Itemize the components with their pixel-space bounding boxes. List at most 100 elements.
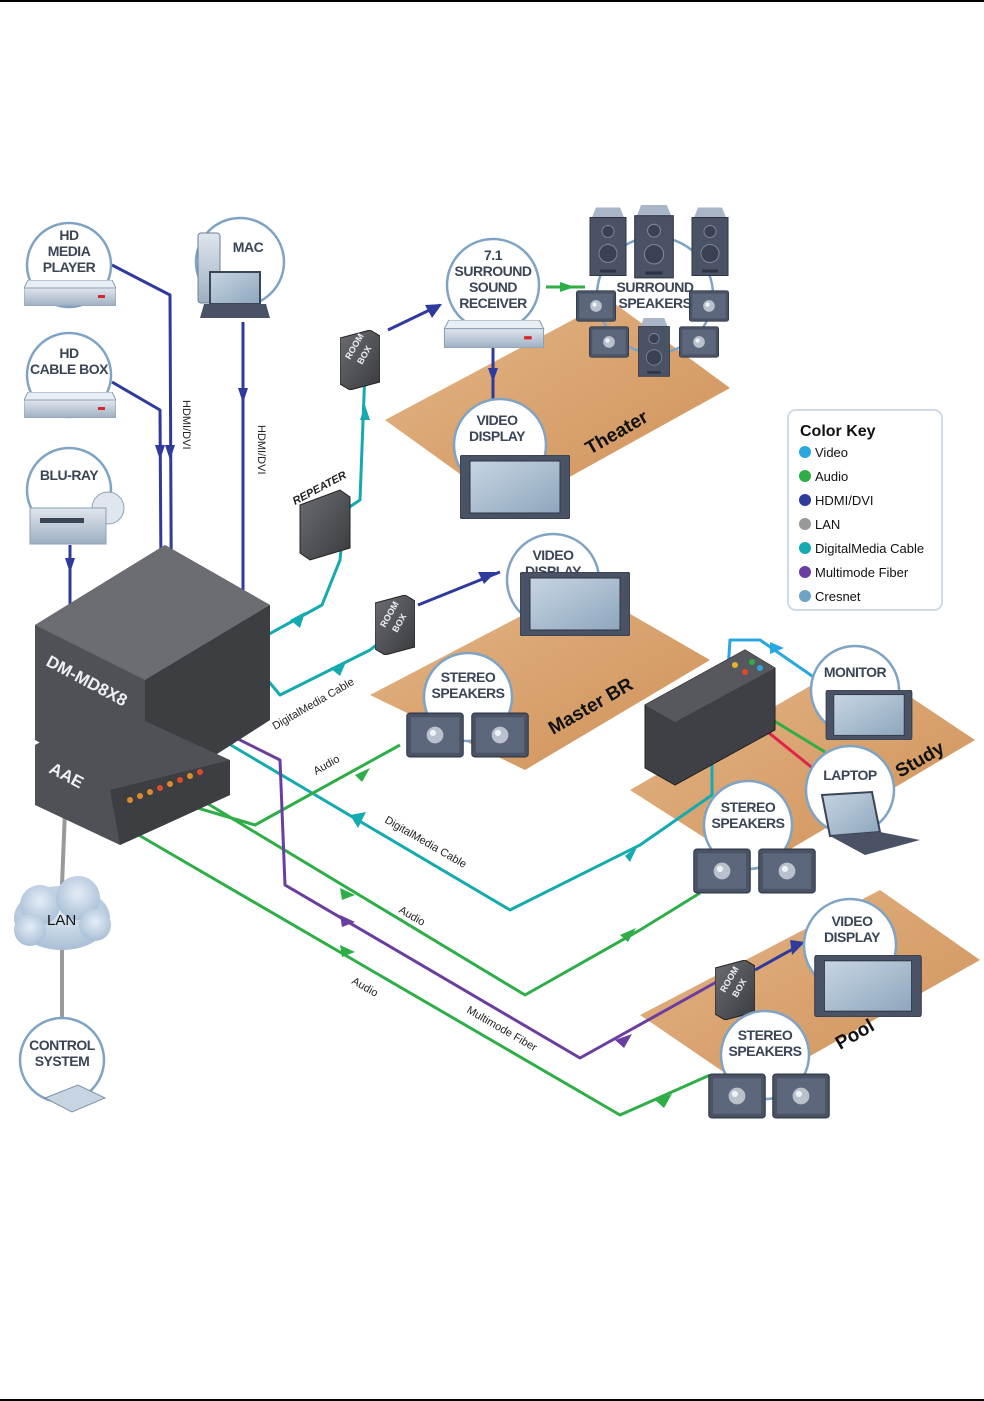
speaker-icon [772,1073,830,1119]
display-label-2: DISPLAY [469,428,526,444]
pool-stereo-speakers[interactable]: STEREO SPEAKERS [708,1009,830,1119]
aae-amplifier[interactable]: AAE [35,705,230,845]
tv-icon [520,572,630,636]
speakers-label-2: SPEAKERS [728,1043,801,1059]
receiver-label-3: SOUND [469,279,517,295]
study-laptop[interactable]: LAPTOP [804,744,920,855]
study-stereo-speakers[interactable]: STEREO SPEAKERS [693,779,816,894]
study-monitor[interactable]: MONITOR [809,644,913,740]
laptop-icon [209,271,261,305]
cable-label-hdmi-1: HDMI/DVI [180,400,192,450]
subwoofer-icon [638,318,670,377]
display-label-1: VIDEO [476,412,518,428]
hd-cable-box-label-1: HD [59,345,79,361]
speaker-icon [471,712,529,758]
surround-speakers[interactable]: SURROUND SPEAKERS [575,205,730,377]
speakers-label-2: SPEAKERS [711,815,784,831]
cable-label-audio-master: Audio [312,753,342,777]
color-key-label: LAN [815,517,840,532]
blu-ray-player[interactable]: BLU-RAY [25,446,125,545]
color-key-label: Cresnet [815,589,861,604]
speaker-icon [588,326,630,358]
rca-connectors [127,769,203,803]
cable-audio-pool [129,828,711,1117]
blu-ray-label: BLU-RAY [40,467,99,483]
monitor-icon [825,690,913,740]
page-top-rule [0,0,984,2]
blu-ray-device-icon [29,507,107,545]
color-key-title: Color Key [800,423,876,440]
display-label-1: VIDEO [532,547,574,563]
repeater[interactable]: REPEATER [291,469,351,561]
control-system[interactable]: CONTROL SYSTEM [18,1016,107,1113]
color-key-label: HDMI/DVI [815,493,874,508]
speaker-icon [406,712,464,758]
color-key-legend: Color Key VideoAudioHDMI/DVILANDigitalMe… [787,409,943,611]
speaker-icon [688,290,730,322]
color-key-item: Cresnet [799,589,861,604]
speakers-label-1: STEREO [738,1027,793,1043]
room-box-pool[interactable]: ROOM BOX [715,960,755,1020]
speaker-icon [575,290,617,322]
master-br-stereo-speakers[interactable]: STEREO SPEAKERS [406,651,529,758]
color-key-item: Multimode Fiber [799,565,909,580]
laptop-label: LAPTOP [823,767,877,783]
monitor-label: MONITOR [824,664,887,680]
display-label-2: DISPLAY [824,929,881,945]
tv-icon [460,455,570,519]
surround-receiver[interactable]: 7.1 SURROUND SOUND RECEIVER [443,237,545,348]
hd-cable-box-label-2: CABLE BOX [30,361,109,377]
color-swatch [799,590,811,602]
room-box-theater[interactable]: ROOM BOX [340,330,380,390]
speaker-icon [678,326,720,358]
display-label-1: VIDEO [831,913,873,929]
lan-label: LAN [47,912,76,929]
mac-label: MAC [233,239,264,255]
color-swatch [799,566,811,578]
surround-speakers-label-2: SPEAKERS [618,295,691,311]
color-swatch [799,494,811,506]
color-key-label: Video [815,445,848,460]
laptop-icon [820,790,882,838]
set-top-box-icon [24,280,116,306]
master-br-video-display[interactable]: VIDEO DISPLAY [505,532,630,636]
hd-media-player[interactable]: HD MEDIA PLAYER [24,221,116,309]
set-top-box-icon [24,392,116,418]
receiver-device-icon [443,320,545,348]
cable-dm-master [253,640,381,697]
pool-video-display[interactable]: VIDEO DISPLAY [802,897,922,1017]
control-system-label-1: CONTROL [29,1037,96,1053]
cable-label-hdmi-2: HDMI/DVI [255,425,267,475]
speaker-icon [693,848,751,894]
color-key-item: LAN [799,517,840,532]
speaker-icon [691,206,729,277]
color-key-item: Video [799,445,848,460]
theater-video-display[interactable]: VIDEO DISPLAY [452,397,570,519]
color-swatch [799,470,811,482]
speakers-label-2: SPEAKERS [431,685,504,701]
room-box-master-br[interactable]: ROOM BOX [375,595,415,655]
cable-audio-study [184,788,701,997]
speaker-icon [708,1073,766,1119]
hd-media-player-label-1: HD [59,227,79,243]
page-bottom-rule [0,1399,984,1401]
speakers-label-1: STEREO [721,799,776,815]
surround-speakers-label-1: SURROUND [617,279,694,295]
cable-dm-study [179,713,714,912]
tv-icon [814,955,922,1017]
lan-cloud[interactable]: LAN [14,876,111,950]
cable-arrows [65,282,805,1108]
speakers-label-1: STEREO [441,669,496,685]
cable-video-monitor [726,638,816,680]
receiver-label-2: SURROUND [455,263,532,279]
color-swatch [799,518,811,530]
color-swatch [799,446,811,458]
color-key-label: DigitalMedia Cable [815,541,924,556]
mac-computer[interactable]: MAC [194,216,286,318]
speaker-icon [589,206,627,277]
hd-cable-box[interactable]: HD CABLE BOX [24,331,116,419]
color-key-item: DigitalMedia Cable [799,541,924,556]
color-swatch [799,542,811,554]
study-interface-box[interactable] [644,649,776,786]
receiver-label-4: RECEIVER [459,295,527,311]
